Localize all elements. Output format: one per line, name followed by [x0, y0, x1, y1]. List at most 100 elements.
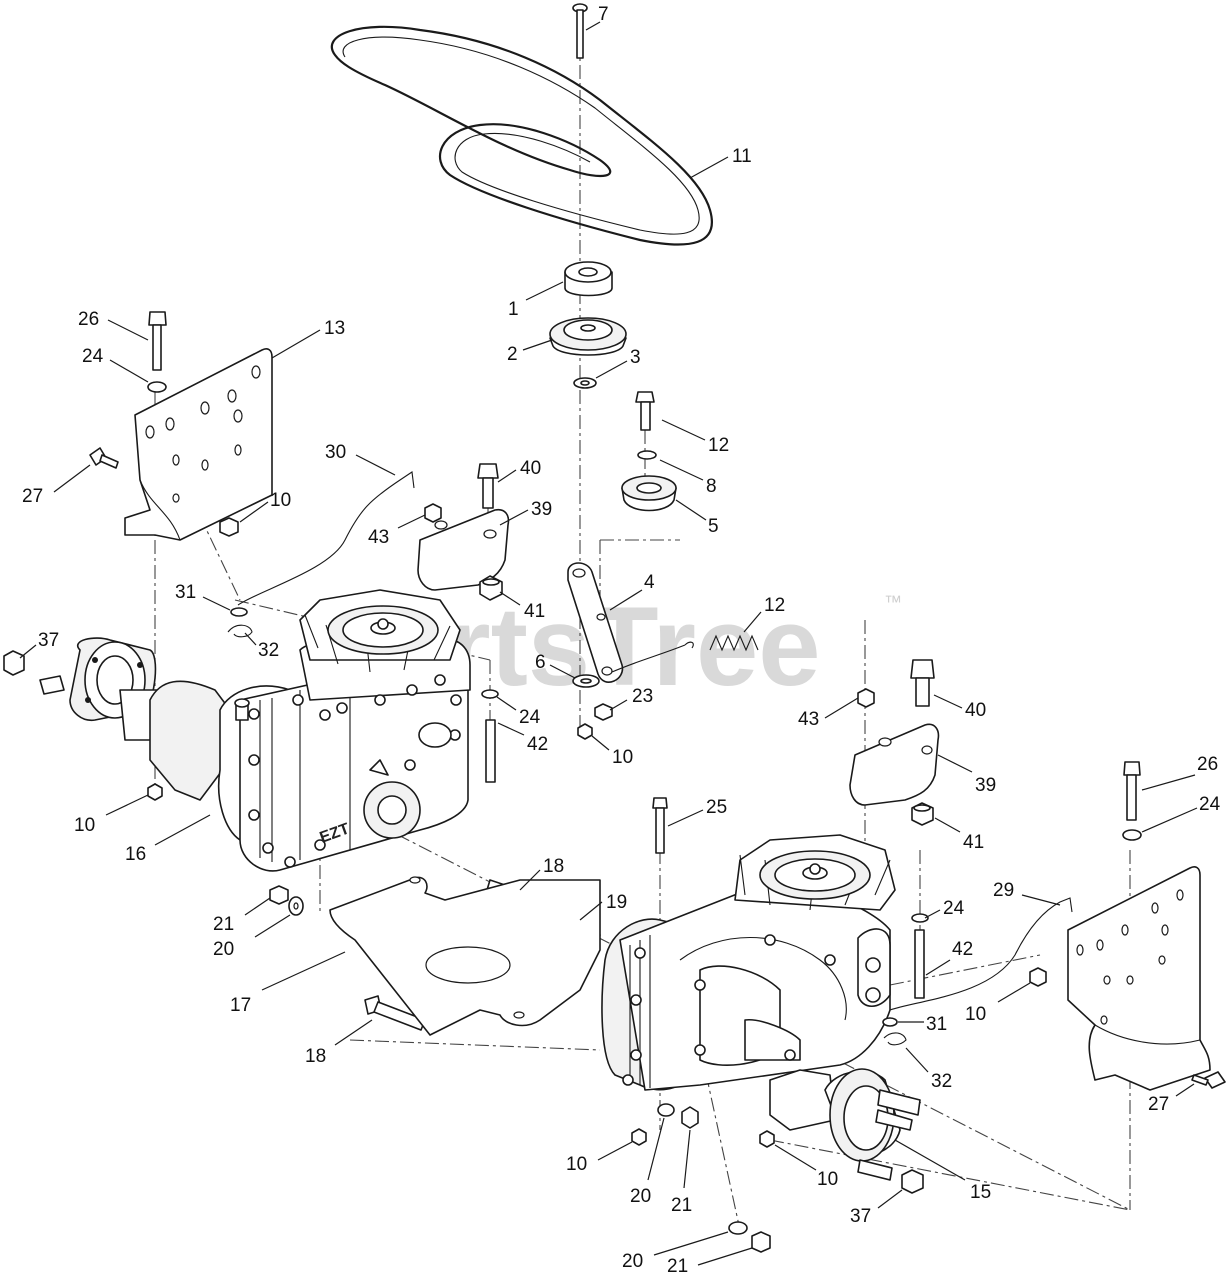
- callout-10-bottom-left: 10: [566, 1141, 633, 1175]
- callout-label: 24: [519, 707, 541, 728]
- callout-1: 1: [508, 281, 564, 320]
- callout-label: 8: [706, 476, 717, 497]
- bolt-7: [572, 3, 588, 59]
- callout-label: 23: [632, 686, 653, 707]
- callout-43-left: 43: [368, 514, 426, 548]
- callout-label: 24: [82, 346, 104, 367]
- callout-label: 20: [622, 1251, 643, 1272]
- mount-bracket-right: [1067, 866, 1211, 1091]
- callout-label: 41: [524, 601, 545, 622]
- idler-pulley-2: [549, 317, 627, 356]
- drive-belt: [330, 25, 713, 246]
- callout-label: 15: [970, 1182, 991, 1203]
- callout-10-bottom-right: 10: [774, 1144, 838, 1190]
- callout-31-right: 31: [898, 1014, 947, 1035]
- callout-label: 39: [531, 499, 552, 520]
- callout-label: 19: [606, 892, 627, 913]
- callout-label: 13: [324, 318, 345, 339]
- callout-32-right: 32: [905, 1047, 952, 1092]
- callout-40-right: 40: [933, 694, 986, 721]
- callout-label: 43: [798, 709, 819, 730]
- callout-32-left: 32: [244, 632, 279, 661]
- callout-8: 8: [659, 459, 717, 497]
- washer-24-mid-right: [911, 913, 929, 923]
- clip-32-right: [883, 1032, 907, 1046]
- callout-39-left: 39: [499, 499, 552, 526]
- nut-10-center: [577, 723, 593, 740]
- callout-27-left: 27: [22, 464, 91, 507]
- callout-label: 10: [270, 490, 291, 511]
- washer-20-mid: [657, 1103, 675, 1117]
- callout-label: 21: [667, 1256, 688, 1277]
- callout-21-left: 21: [213, 897, 271, 935]
- washer-3: [573, 377, 597, 389]
- bolt-27-right: [1191, 1071, 1226, 1089]
- stud-42-left: [485, 719, 496, 783]
- callout-label: 37: [38, 630, 59, 651]
- callout-label: 24: [1199, 794, 1221, 815]
- callout-5: 5: [675, 499, 719, 537]
- callout-label: 40: [520, 458, 541, 479]
- callout-40-left: 40: [497, 458, 541, 483]
- callout-20-left: 20: [213, 914, 291, 960]
- washer-31-left: [230, 607, 248, 617]
- bolt-9: [635, 391, 655, 431]
- bolt-26-left: [148, 311, 167, 371]
- callout-label: 29: [993, 880, 1014, 901]
- callout-15: 15: [894, 1139, 991, 1203]
- callout-label: 37: [850, 1206, 871, 1227]
- nut-10-bracket: [219, 517, 239, 537]
- callout-19: 19: [579, 892, 627, 921]
- nut-43-left: [424, 503, 442, 523]
- callout-12: 12: [743, 595, 785, 633]
- clip-32-left: [227, 624, 253, 638]
- idler-arm-4: [567, 562, 624, 683]
- bolt-40-right: [910, 659, 935, 707]
- callout-label: 32: [931, 1071, 952, 1092]
- callout-29: 29: [993, 880, 1061, 906]
- callout-label: 42: [952, 939, 973, 960]
- idler-pulley-5: [621, 475, 677, 512]
- callout-31-left: 31: [175, 582, 231, 611]
- mount-bracket-13: [124, 348, 273, 541]
- callout-label: 18: [543, 856, 564, 877]
- nut-10-bottom-right: [759, 1130, 775, 1148]
- callout-label: 5: [708, 516, 719, 537]
- bolt-18-lower: [364, 995, 426, 1031]
- bolt-27-left: [89, 447, 119, 469]
- nut-43-right: [857, 688, 875, 708]
- callout-label: 41: [963, 832, 984, 853]
- nut-41-left: [479, 575, 503, 601]
- callout-43-right: 43: [798, 697, 859, 730]
- callout-18-lower: 18: [305, 1019, 373, 1067]
- washer-20-bottom: [728, 1221, 748, 1235]
- callout-37-right: 37: [850, 1189, 903, 1227]
- callout-37-left: 37: [19, 630, 59, 659]
- callout-27-right: 27: [1148, 1083, 1195, 1115]
- callout-label: 20: [213, 939, 234, 960]
- callout-label: 10: [817, 1169, 838, 1190]
- callout-3: 3: [595, 347, 641, 379]
- callout-39-right: 39: [937, 754, 996, 796]
- callout-label: 21: [213, 914, 234, 935]
- nut-10-right-bracket: [1029, 967, 1047, 987]
- callout-label: 3: [630, 347, 641, 368]
- callout-label: 17: [230, 995, 251, 1016]
- nut-10-bottom-left: [631, 1128, 647, 1146]
- callout-20-mid: 20: [630, 1117, 665, 1207]
- control-rod-30: [237, 471, 415, 606]
- callout-21-bottom: 21: [667, 1247, 753, 1277]
- callout-label: 16: [125, 844, 146, 865]
- callout-42-left: 42: [497, 722, 548, 755]
- callout-30: 30: [325, 442, 396, 476]
- callout-label: 12: [764, 595, 785, 616]
- callout-24-right: 24: [1141, 794, 1221, 833]
- bolt-40-left: [477, 463, 499, 509]
- callout-label: 30: [325, 442, 346, 463]
- callout-label: 42: [527, 734, 548, 755]
- callout-label: 39: [975, 775, 996, 796]
- callout-26-right: 26: [1141, 754, 1218, 791]
- callout-9: 12: [661, 419, 729, 456]
- callout-label: 4: [644, 572, 655, 593]
